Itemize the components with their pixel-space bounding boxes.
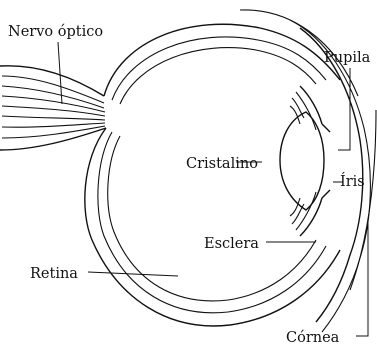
label-iris: Íris [340,172,365,190]
retina-line [108,48,316,301]
leader-pupil [338,68,350,150]
leader-retina [88,272,178,276]
label-optic-nerve: Nervo óptico [8,24,103,40]
lens [280,112,324,210]
label-lens: Cristalino [186,156,258,172]
choroid-line [98,37,326,313]
label-pupil: Pupila [324,50,371,66]
label-cornea: Córnea [286,330,340,346]
label-retina: Retina [30,266,78,282]
optic-nerve [0,66,106,150]
label-sclera: Esclera [204,236,259,252]
leader-cornea [356,222,368,336]
